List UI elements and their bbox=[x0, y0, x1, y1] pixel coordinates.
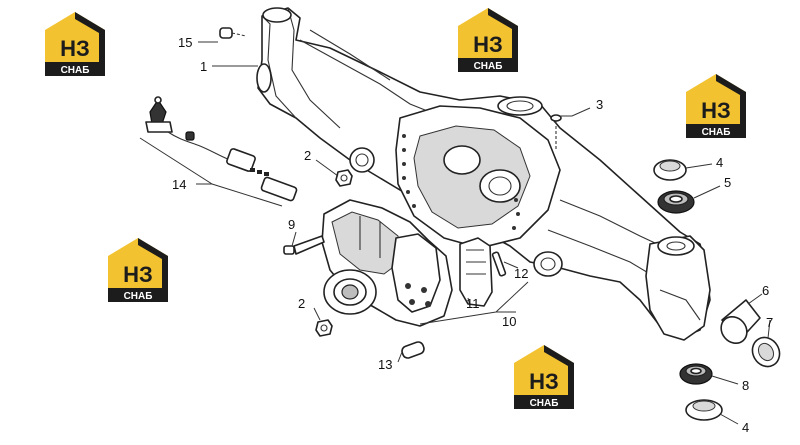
leader-lines bbox=[139, 41, 771, 425]
bolt-3 bbox=[550, 114, 562, 150]
callout-7: 7 bbox=[766, 315, 773, 330]
callout-2-upper: 2 bbox=[304, 148, 311, 163]
bushing-6 bbox=[720, 299, 761, 345]
ring-7 bbox=[751, 336, 781, 368]
watermark-logo-right: НЗ СНАБ bbox=[686, 74, 746, 138]
dowel-13 bbox=[401, 341, 425, 359]
plug-15 bbox=[219, 27, 247, 39]
callout-11: 11 bbox=[466, 296, 480, 311]
seal-4-lower bbox=[685, 399, 723, 421]
callout-4-lower: 4 bbox=[742, 420, 749, 435]
callout-6: 6 bbox=[762, 283, 769, 298]
watermark-logo-top-left: НЗ СНАБ bbox=[45, 12, 105, 76]
callout-1: 1 bbox=[200, 59, 207, 74]
callout-4-upper: 4 bbox=[716, 155, 723, 170]
callout-2-lower: 2 bbox=[298, 296, 305, 311]
logo-caption: СНАБ bbox=[124, 291, 153, 302]
callout-9: 9 bbox=[288, 217, 295, 232]
callout-12: 12 bbox=[514, 266, 528, 281]
sensor-harness-14 bbox=[145, 96, 298, 202]
callout-8: 8 bbox=[742, 378, 749, 393]
callout-3: 3 bbox=[596, 97, 603, 112]
callout-10: 10 bbox=[502, 314, 516, 329]
logo-mark: НЗ bbox=[529, 369, 559, 394]
bearing-5 bbox=[657, 190, 695, 214]
flange-bolts bbox=[402, 134, 520, 230]
logo-caption: СНАБ bbox=[530, 398, 559, 409]
watermark-logo-left: НЗ СНАБ bbox=[108, 238, 168, 302]
logo-mark: НЗ bbox=[123, 262, 153, 287]
nut-2-upper bbox=[335, 169, 353, 187]
callout-5: 5 bbox=[724, 175, 731, 190]
logo-caption: СНАБ bbox=[474, 61, 503, 72]
bearing-cap bbox=[459, 237, 493, 307]
differential-carrier bbox=[321, 199, 453, 327]
seal-4-upper bbox=[653, 159, 687, 181]
logo-caption: СНАБ bbox=[702, 127, 731, 138]
bearing-8 bbox=[679, 363, 713, 385]
axle-housing bbox=[256, 7, 711, 341]
watermark-logo-bottom: НЗ СНАБ bbox=[514, 345, 574, 409]
callout-15: 15 bbox=[178, 35, 192, 50]
nut-2-lower bbox=[315, 319, 333, 337]
logo-mark: НЗ bbox=[60, 36, 90, 61]
logo-mark: НЗ bbox=[473, 32, 503, 57]
callout-13: 13 bbox=[378, 357, 392, 372]
bolt-9 bbox=[283, 235, 325, 255]
watermark-logo-top-center: НЗ СНАБ bbox=[458, 8, 518, 72]
logo-caption: СНАБ bbox=[61, 65, 90, 76]
pin-12 bbox=[491, 251, 507, 277]
logo-mark: НЗ bbox=[701, 98, 731, 123]
callout-14: 14 bbox=[172, 177, 186, 192]
callout-labels: 1 15 3 2 4 5 14 9 12 6 2 11 7 10 13 8 4 bbox=[172, 35, 773, 435]
